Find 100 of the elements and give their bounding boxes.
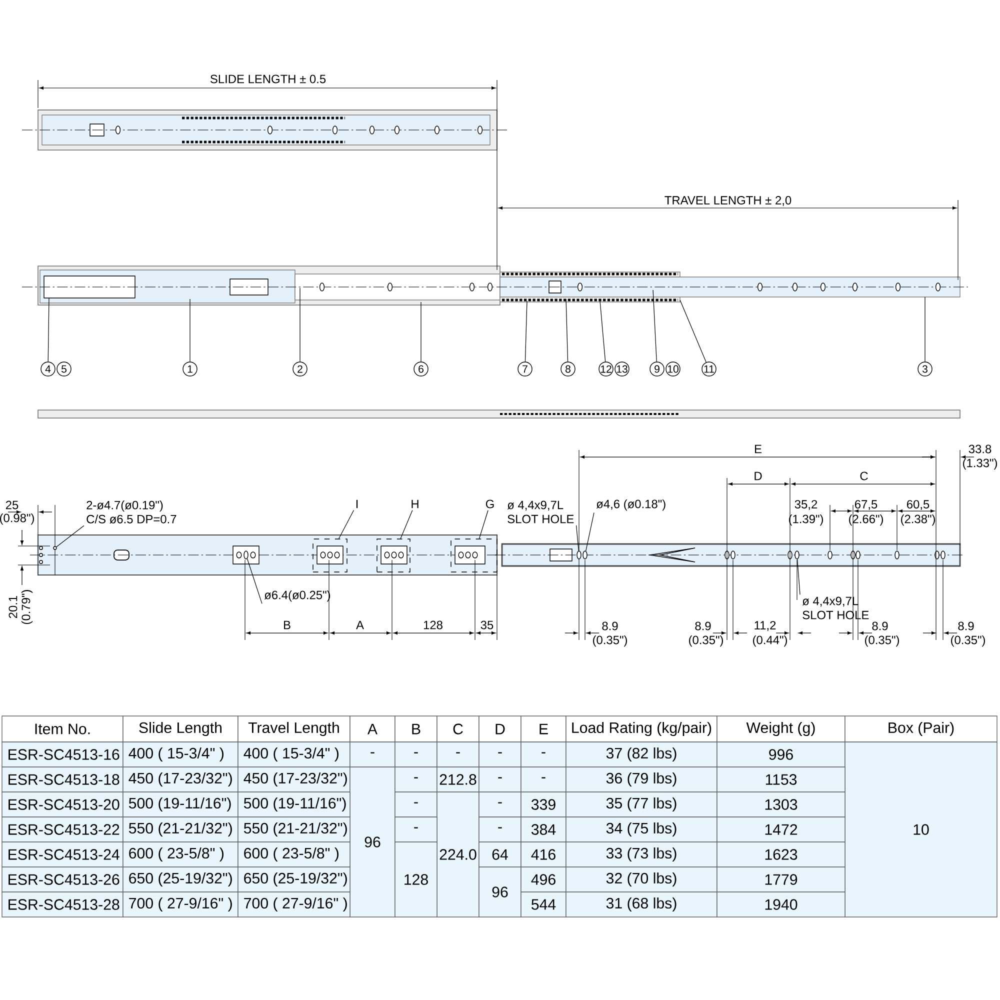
- dimension-label: 8.9: [602, 622, 618, 630]
- table-cell: 400 ( 15-3/4" ): [122, 742, 238, 768]
- table-header-cell: E: [520, 716, 566, 742]
- table-cell: 450 (17-23/32"): [238, 766, 350, 792]
- leader-line: [566, 298, 568, 362]
- table-cell: -: [394, 742, 438, 768]
- table-cell: 212.8: [436, 766, 480, 792]
- table-cell: 450 (17-23/32"): [122, 766, 238, 792]
- leader-line: [56, 525, 84, 548]
- callout-number: 3: [918, 362, 932, 376]
- dimension-label: 8.9: [872, 622, 888, 630]
- table-cell: 600 ( 23-5/8" ): [122, 842, 238, 868]
- table-cell: 550 (21-21/32"): [122, 816, 238, 842]
- callout-number: 13: [614, 362, 630, 376]
- dimension-label: 25: [6, 500, 18, 510]
- dimension-label: (2.38"): [901, 514, 935, 526]
- callout-number: 8: [560, 362, 576, 376]
- table-cell: 96: [478, 866, 522, 918]
- table-cell: 64: [478, 842, 522, 868]
- hole: [576, 550, 582, 560]
- table-cell: ESR-SC4513-20: [2, 792, 124, 818]
- leader-line: [478, 510, 488, 539]
- callout-number: 1: [182, 362, 198, 376]
- table-cell: 1623: [716, 842, 846, 868]
- table-cell: 416: [520, 842, 566, 868]
- dimension-label: 8.9: [695, 622, 711, 630]
- table-cell: -: [394, 766, 438, 792]
- callout-number: 2: [292, 362, 308, 376]
- leader-line: [48, 298, 50, 362]
- bracket-outline: [312, 538, 348, 572]
- leader-line: [338, 510, 354, 539]
- table-cell: 496: [520, 866, 566, 892]
- table-cell: -: [478, 792, 522, 818]
- table-cell: -: [436, 742, 480, 768]
- dimension-label: TRAVEL LENGTH ± 2,0: [664, 196, 792, 206]
- dimension-label: 60,5: [907, 500, 930, 510]
- table-header-cell: C: [436, 716, 480, 742]
- dimension-label: 128: [424, 620, 442, 630]
- table-cell: 1779: [716, 866, 846, 892]
- dimension-label: 20.1: [8, 596, 18, 618]
- dimension-label: C: [860, 472, 868, 480]
- bracket-outline: [376, 538, 410, 572]
- leader-line: [420, 302, 422, 362]
- dimension-label: (0.35"): [865, 635, 899, 647]
- dimension-label: D: [754, 472, 762, 480]
- callout-number: 12: [598, 362, 614, 376]
- callout-number: 5: [56, 362, 72, 376]
- hole-note: ø4,6 (ø0.18"): [596, 499, 666, 511]
- table-cell: -: [478, 742, 522, 768]
- table-header-cell: B: [394, 716, 438, 742]
- dimension-label: SLIDE LENGTH ± 0.5: [210, 74, 326, 84]
- leader-line: [652, 290, 657, 362]
- dimension-label: (0.35"): [951, 635, 985, 647]
- table-cell: ESR-SC4513-18: [2, 766, 124, 792]
- callout-number: 10: [666, 362, 680, 376]
- leader-line: [924, 296, 926, 362]
- table-cell: -: [520, 742, 566, 768]
- table-cell: 544: [520, 892, 566, 918]
- table-cell: ESR-SC4513-22: [2, 816, 124, 842]
- dimension-label: (1.33"): [963, 458, 997, 470]
- table-cell: -: [394, 792, 438, 818]
- table-cell: 700 ( 27-9/16" ): [238, 892, 350, 918]
- hole-note: ø 4,4x9,7L SLOT HOLE: [507, 500, 574, 524]
- leader-line: [680, 300, 706, 363]
- hole: [53, 546, 57, 550]
- hole: [794, 550, 800, 560]
- table-cell: 1303: [716, 792, 846, 818]
- table-cell: 339: [520, 792, 566, 818]
- dimension-label: (1.39"): [789, 514, 823, 526]
- callout-number: 7: [518, 362, 532, 376]
- table-cell: 600 ( 23-5/8" ): [238, 842, 350, 868]
- callout-number: 9: [650, 362, 664, 376]
- bracket-outline: [450, 538, 498, 572]
- dimension-label: (0.35"): [689, 635, 723, 647]
- dimension-label: B: [284, 620, 290, 630]
- callout-letter: G: [486, 500, 494, 508]
- dimension-label: 11,2: [754, 621, 776, 631]
- table-cell: -: [520, 766, 566, 792]
- table-cell: 996: [716, 742, 846, 768]
- dimension-label: 35: [480, 620, 494, 630]
- callout-number: 6: [414, 362, 428, 376]
- table-cell: 384: [520, 816, 566, 842]
- table-header-cell: Box (Pair): [844, 716, 998, 742]
- dimension-label: E: [755, 444, 762, 454]
- dimension-label: (0.44"): [753, 635, 787, 647]
- hole-note: 2-ø4.7(ø0.19") C/S ø6.5 DP=0.7: [86, 500, 176, 524]
- table-cell: 10: [844, 742, 998, 918]
- table-header-cell: A: [350, 716, 396, 742]
- table-cell: -: [350, 742, 396, 768]
- table-cell: 650 (25-19/32"): [122, 866, 238, 892]
- leader-line: [586, 512, 594, 552]
- table-cell: ESR-SC4513-28: [2, 892, 124, 918]
- hole: [244, 550, 248, 560]
- table-cell: ESR-SC4513-16: [2, 742, 124, 768]
- dimension-label: A: [356, 620, 364, 630]
- dimension-label: (0.98"): [0, 513, 34, 525]
- table-cell: 1472: [716, 816, 846, 842]
- dimension-label: 67,5: [854, 500, 878, 510]
- leader-line: [600, 300, 606, 362]
- leader-line: [524, 300, 528, 362]
